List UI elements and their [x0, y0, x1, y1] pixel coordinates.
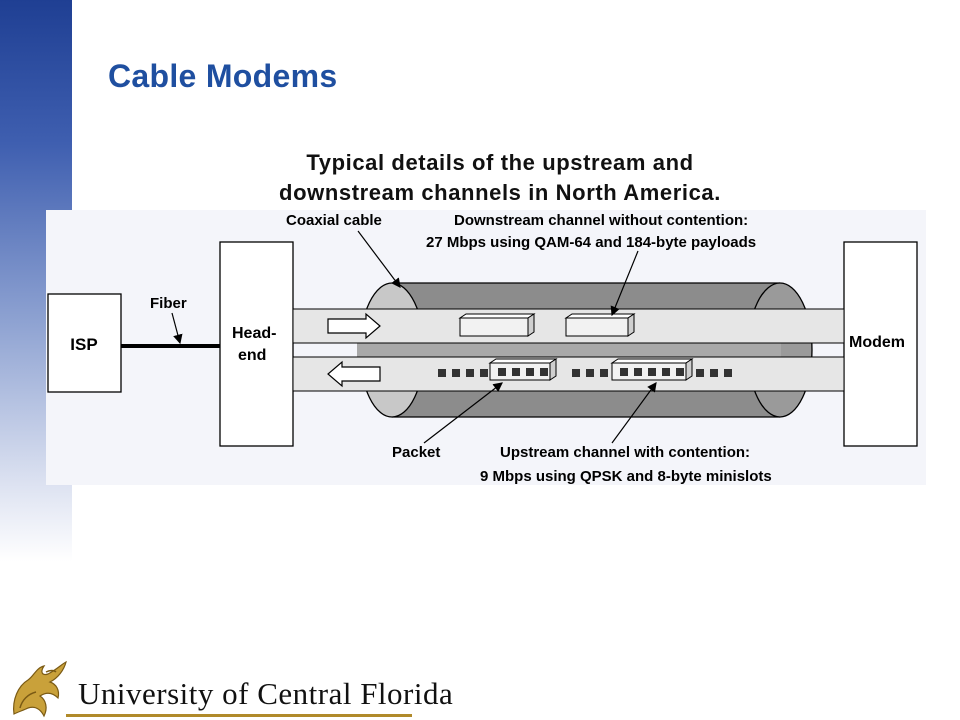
downstream-label-line-1: Downstream channel without contention:	[454, 212, 748, 229]
footer	[0, 640, 960, 720]
downstream-payload-packet	[564, 313, 636, 337]
pegasus-logo-icon	[13, 660, 67, 718]
caption-line-2: downstream channels in North America.	[279, 180, 721, 205]
packet-pointer	[423, 382, 503, 444]
caption-line-1: Typical details of the upstream and	[306, 150, 694, 175]
upstream-arrow	[327, 360, 381, 388]
downstream-label-line-2: 27 Mbps using QAM-64 and 184-byte payloa…	[426, 234, 756, 251]
isp-label: ISP	[70, 335, 97, 354]
headend-label-line-1: Head-	[232, 325, 276, 342]
university-name: University of Central Florida	[78, 676, 454, 711]
downstream-arrow	[327, 312, 381, 340]
cable-modem-diagram: ISP Fiber Head- end Modem	[46, 210, 926, 485]
isp-box	[47, 293, 122, 393]
upstream-packet	[610, 358, 694, 381]
coaxial-cable-pointer	[357, 230, 401, 288]
coaxial-cable-label: Coaxial cable	[286, 212, 382, 229]
modem-box	[843, 241, 918, 447]
upstream-channel	[292, 356, 845, 392]
university-name-underline	[66, 714, 412, 717]
cable-divider	[357, 343, 781, 357]
modem-label: Modem	[849, 334, 905, 351]
upstream-label-line-1: Upstream channel with contention:	[500, 444, 750, 461]
slide-caption: Typical details of the upstream and down…	[230, 148, 770, 208]
downstream-payload-packet	[458, 313, 536, 337]
headend-box	[219, 241, 294, 447]
slide-title: Cable Modems	[108, 58, 338, 94]
upstream-pointer	[611, 382, 657, 444]
headend-label-line-2: end	[238, 347, 266, 364]
fiber-pointer	[171, 312, 183, 345]
upstream-label-line-2: 9 Mbps using QPSK and 8-byte minislots	[480, 468, 772, 485]
upstream-packet	[488, 358, 558, 381]
packet-label: Packet	[392, 444, 440, 461]
downstream-pointer	[610, 250, 639, 317]
fiber-label: Fiber	[150, 295, 187, 312]
upstream-minislots	[438, 369, 732, 377]
